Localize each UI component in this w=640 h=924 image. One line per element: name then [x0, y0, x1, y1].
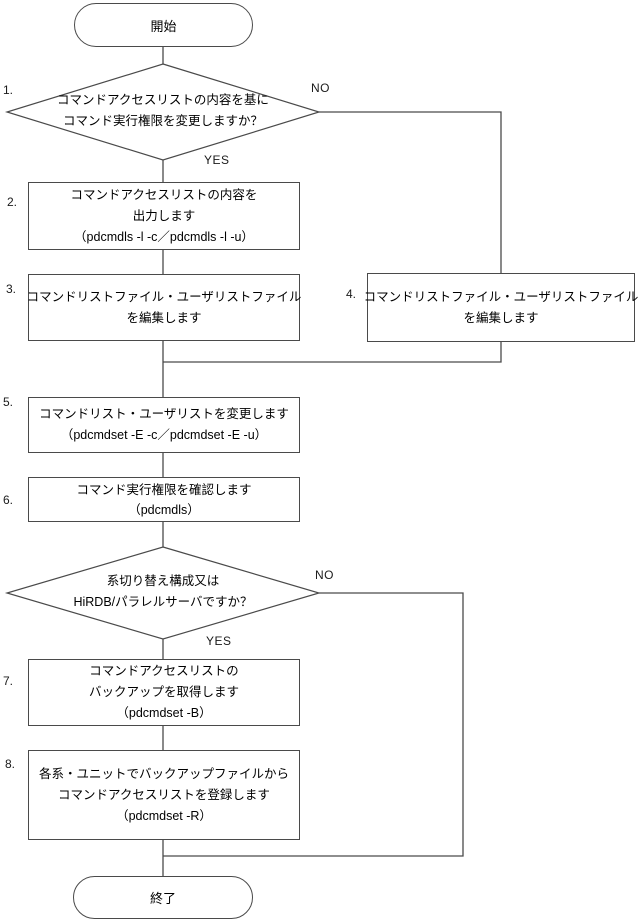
step7-line3: （pdcmdset -B） [116, 706, 212, 720]
step-number-7: 7. [3, 674, 14, 688]
step4-line2: を編集します [463, 310, 539, 325]
step5-line1: コマンドリスト・ユーザリストを変更します [39, 407, 289, 421]
step8-line2: コマンドアクセスリストを登録します [58, 787, 270, 802]
step3-line1: コマンドリストファイル・ユーザリストファイル [26, 289, 302, 304]
step7-line1: コマンドアクセスリストの [89, 664, 239, 678]
step2-line2: 出力します [132, 208, 196, 223]
decision2-line1: 系切り替え構成又は [106, 574, 220, 588]
start-terminal: 開始 [74, 3, 253, 47]
step-number-1: 1. [3, 83, 14, 97]
decision1-diamond [4, 63, 322, 161]
step3-line2: を編集します [126, 310, 202, 325]
step-number-2: 2. [7, 195, 18, 209]
connector-step4-merge [163, 342, 502, 363]
decision2-diamond [4, 546, 322, 640]
process-box-6: コマンド実行権限を確認します （pdcmdls） [28, 477, 300, 522]
decision1-yes-label: YES [204, 153, 230, 167]
step-number-3: 3. [6, 282, 17, 296]
end-label: 終了 [149, 891, 176, 906]
process-box-7: コマンドアクセスリストの バックアップを取得します （pdcmdset -B） [28, 659, 300, 726]
step-number-5: 5. [3, 395, 14, 409]
step7-line2: バックアップを取得します [88, 685, 239, 699]
decision2-no-label: NO [315, 568, 334, 582]
step4-line1: コマンドリストファイル・ユーザリストファイル [363, 289, 639, 304]
decision1-text: コマンドアクセスリストの内容を基に コマンド実行権限を変更しますか？ [28, 90, 298, 132]
step2-line1: コマンドアクセスリストの内容を [70, 187, 258, 202]
step6-line2: （pdcmdls） [128, 502, 200, 517]
decision2-line2: HiRDB/パラレルサーバですか？ [73, 595, 253, 609]
step6-line1: コマンド実行権限を確認します [76, 482, 252, 497]
process-box-5: コマンドリスト・ユーザリストを変更します （pdcmdset -E -c／pdc… [28, 397, 300, 453]
process-box-4: コマンドリストファイル・ユーザリストファイル を編集します [364, 273, 638, 342]
process-box-2: コマンドアクセスリストの内容を 出力します （pdcmdls -l -c／pdc… [28, 182, 300, 250]
process-box-3: コマンドリストファイル・ユーザリストファイル を編集します [26, 274, 302, 341]
step5-line2: （pdcmdset -E -c／pdcmdset -E -u） [60, 428, 268, 442]
connector-decision2-no [163, 592, 464, 857]
decision1-line2: コマンド実行権限を変更しますか？ [62, 114, 263, 128]
step-number-6: 6. [3, 493, 14, 507]
step2-line3: （pdcmdls -l -c／pdcmdls -l -u） [74, 229, 254, 244]
decision2-yes-label: YES [206, 634, 232, 648]
decision2-text: 系切り替え構成又は HiRDB/パラレルサーバですか？ [28, 571, 298, 613]
step8-line1: 各系・ユニットでバックアップファイルから [38, 766, 289, 781]
end-terminal: 終了 [73, 876, 253, 919]
connector-decision1-no [319, 111, 502, 273]
process-box-8: 各系・ユニットでバックアップファイルから コマンドアクセスリストを登録します （… [28, 750, 300, 840]
step8-line3: （pdcmdset -R） [116, 808, 212, 823]
start-label: 開始 [150, 18, 177, 34]
step-number-4: 4. [346, 287, 357, 301]
decision1-line1: コマンドアクセスリストの内容を基に [57, 93, 269, 107]
step-number-8: 8. [5, 757, 16, 771]
decision1-no-label: NO [311, 81, 330, 95]
